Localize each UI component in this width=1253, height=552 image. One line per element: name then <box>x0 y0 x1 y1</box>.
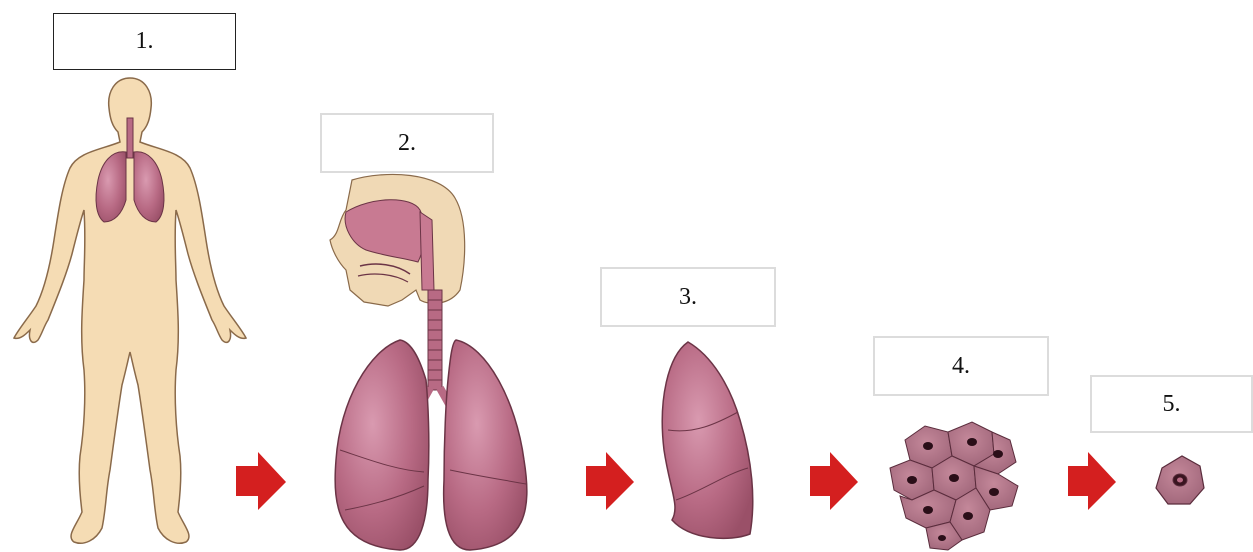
trachea-shape <box>127 118 133 158</box>
respiratory-system-icon <box>330 174 527 550</box>
arrow-icon-4 <box>1068 452 1116 510</box>
arrow-icon-2 <box>586 452 634 510</box>
right-lung <box>444 340 527 550</box>
lung-organ-icon <box>662 342 752 538</box>
single-cell-icon <box>1156 456 1204 504</box>
human-body-icon <box>14 78 246 543</box>
single-lung <box>662 342 752 538</box>
tissue-cells-icon <box>890 422 1018 550</box>
arrow-icon-3 <box>810 452 858 510</box>
arrow-icon-1 <box>236 452 286 510</box>
pharynx <box>420 212 434 290</box>
left-lung <box>335 340 429 550</box>
